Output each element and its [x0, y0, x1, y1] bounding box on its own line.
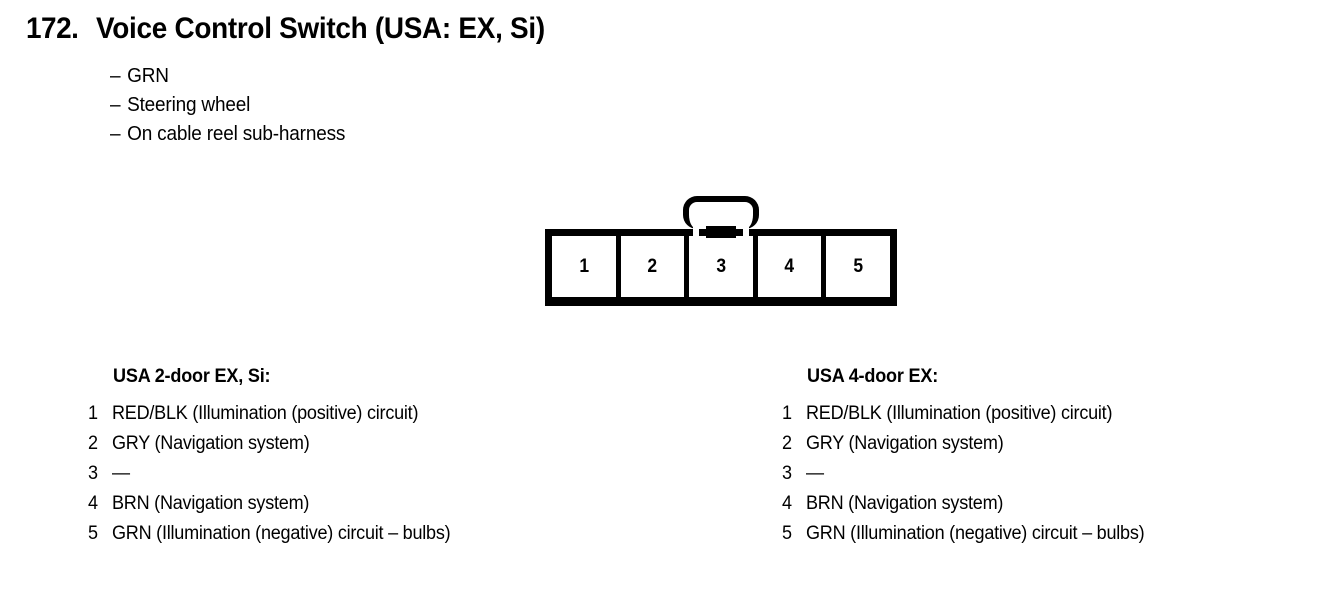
note-item: –On cable reel sub-harness	[110, 120, 345, 149]
note-label: On cable reel sub-harness	[127, 123, 346, 145]
page-title: 172. Voice Control Switch (USA: EX, Si)	[26, 12, 579, 46]
pin-row: 4 BRN (Navigation system)	[782, 489, 1162, 519]
locking-tab-stem	[693, 226, 749, 238]
notes-list: –GRN –Steering wheel –On cable reel sub-…	[110, 62, 358, 149]
pin-description: BRN (Navigation system)	[112, 493, 310, 514]
pin-number: 4	[782, 493, 792, 514]
pin-row: 3 —	[88, 459, 468, 489]
pin-row: 2 GRY (Navigation system)	[88, 429, 468, 459]
pin-row: 4 BRN (Navigation system)	[88, 489, 468, 519]
pin-description: GRN (Illumination (negative) circuit – b…	[806, 523, 1145, 544]
pin-row: 5 GRN (Illumination (negative) circuit –…	[782, 519, 1162, 549]
connector-cavity-3: 3	[689, 236, 758, 297]
connector-cavity-5: 5	[826, 236, 890, 297]
pin-number: 3	[88, 463, 98, 484]
en-dash-bullet: –	[110, 94, 121, 116]
pin-row: 2 GRY (Navigation system)	[782, 429, 1162, 459]
title-text: Voice Control Switch (USA: EX, Si)	[96, 12, 546, 45]
note-label: Steering wheel	[127, 94, 251, 116]
pin-description: GRY (Navigation system)	[112, 433, 310, 454]
en-dash-bullet: –	[110, 123, 121, 145]
pin-number: 5	[782, 523, 792, 544]
connector-cavity-4: 4	[758, 236, 827, 297]
pin-table-2-door: USA 2-door EX, Si: 1 RED/BLK (Illuminati…	[88, 366, 468, 549]
cavity-number: 2	[647, 256, 658, 277]
connector-cavity-1: 1	[552, 236, 621, 297]
pin-description: GRY (Navigation system)	[806, 433, 1004, 454]
pin-description: BRN (Navigation system)	[806, 493, 1004, 514]
pin-row: 1 RED/BLK (Illumination (positive) circu…	[782, 399, 1162, 429]
pin-row: 1 RED/BLK (Illumination (positive) circu…	[88, 399, 468, 429]
pin-number: 1	[782, 403, 792, 424]
pin-number: 2	[782, 433, 792, 454]
locking-tab-icon	[683, 196, 759, 238]
cavity-number: 4	[784, 256, 795, 277]
locking-tab-area	[545, 196, 897, 238]
pin-row: 3 —	[782, 459, 1162, 489]
note-item: –GRN	[110, 62, 345, 91]
connector-body: 1 2 3 4 5	[545, 229, 897, 306]
pin-number: 4	[88, 493, 98, 514]
pin-description: —	[806, 463, 824, 484]
pin-number: 1	[88, 403, 98, 424]
pin-description: RED/BLK (Illumination (positive) circuit…	[806, 403, 1113, 424]
connector-diagram: 1 2 3 4 5	[545, 196, 897, 306]
pin-number: 5	[88, 523, 98, 544]
item-number: 172.	[26, 12, 79, 45]
connector-cavity-2: 2	[621, 236, 690, 297]
note-label: GRN	[127, 65, 169, 87]
cavity-number: 1	[578, 256, 589, 277]
pin-number: 2	[88, 433, 98, 454]
pin-table-heading: USA 4-door EX:	[807, 366, 939, 387]
pin-table-4-door: USA 4-door EX: 1 RED/BLK (Illumination (…	[782, 366, 1162, 549]
pin-number: 3	[782, 463, 792, 484]
cavity-number: 3	[716, 256, 726, 277]
pin-description: —	[112, 463, 130, 484]
en-dash-bullet: –	[110, 65, 121, 87]
pin-description: RED/BLK (Illumination (positive) circuit…	[112, 403, 419, 424]
pin-description: GRN (Illumination (negative) circuit – b…	[112, 523, 451, 544]
pin-table-heading: USA 2-door EX, Si:	[113, 366, 271, 387]
pin-row: 5 GRN (Illumination (negative) circuit –…	[88, 519, 468, 549]
cavity-number: 5	[853, 256, 864, 277]
note-item: –Steering wheel	[110, 91, 345, 120]
